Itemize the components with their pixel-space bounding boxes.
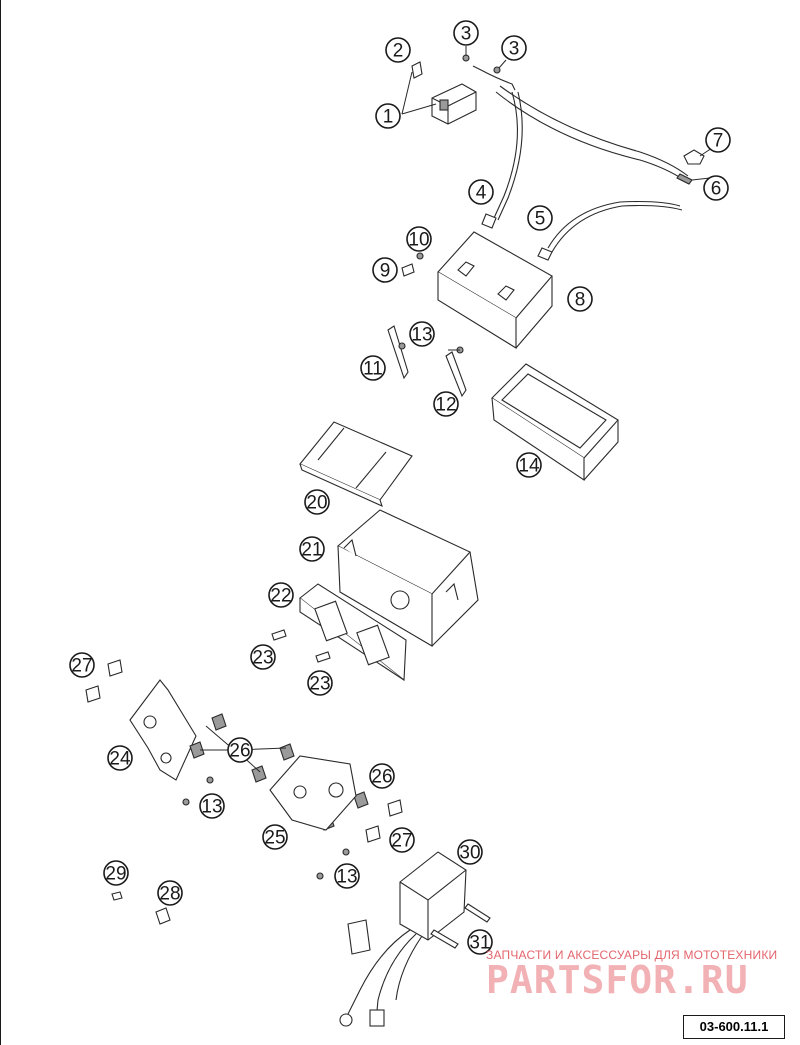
callout-3b: 3 [501,35,527,61]
svg-text:11: 11 [363,359,383,380]
callout-22: 22 [268,582,294,608]
svg-text:13: 13 [201,797,222,818]
watermark-tagline: ЗАПЧАСТИ И АКСЕССУАРЫ ДЛЯ МОТОТЕХНИКИ [486,948,778,962]
side-plates [299,583,407,682]
callout-4: 4 [468,179,494,205]
callout-28: 28 [157,880,183,906]
callout-11: 11 [360,355,386,381]
svg-text:25: 25 [264,828,285,849]
callout-27b: 27 [389,827,415,853]
svg-text:26: 26 [229,741,250,762]
bolts-31 [430,903,491,949]
small-fasteners-9-10 [401,252,424,277]
callout-5: 5 [527,205,553,231]
callout-23a: 23 [250,644,276,670]
svg-text:23: 23 [252,648,273,669]
svg-text:30: 30 [459,843,480,864]
svg-text:31: 31 [469,933,490,954]
watermark-logo: PARTSFOR.RU [486,958,749,1002]
callout-27a: 27 [69,652,95,678]
callout-9: 9 [372,257,398,283]
svg-text:24: 24 [109,749,131,770]
svg-text:20: 20 [306,493,327,514]
svg-text:1: 1 [383,107,394,128]
battery-part [437,231,553,349]
battery-box [337,509,479,647]
bracket-24 [129,679,197,781]
bolts-27 [85,659,403,843]
drawing-code-label: 03-600.11.1 [683,1015,785,1039]
svg-text:13: 13 [411,325,432,346]
svg-text:27: 27 [391,831,412,852]
svg-text:27: 27 [71,656,92,677]
voltage-regulator [339,851,467,1027]
svg-text:12: 12 [435,395,456,416]
callout-6: 6 [703,175,729,201]
svg-text:13: 13 [336,867,357,888]
battery-cables [472,65,705,261]
bracket-25 [269,755,357,831]
callout-8: 8 [567,286,593,312]
screw-parts-top [462,54,501,74]
frame-border [0,0,1,1045]
callout-29: 29 [103,860,129,886]
callout-13-mid: 13 [199,793,225,819]
svg-text:22: 22 [270,586,291,607]
callout-26a: 26 [227,737,253,763]
relay-part [411,61,477,125]
svg-text:9: 9 [380,261,391,282]
leader-lines [401,46,713,351]
screws-23 [271,629,331,663]
callout-21: 21 [299,536,325,562]
svg-text:2: 2 [393,41,404,62]
svg-text:28: 28 [159,884,180,905]
battery-cover [299,421,413,508]
callout-7: 7 [705,127,731,153]
clip-parts-28-29 [111,891,171,925]
callout-3a: 3 [453,20,479,46]
callout-10: 10 [406,226,432,252]
svg-text:8: 8 [575,290,586,311]
callout-31: 31 [467,929,493,955]
callout-24: 24 [107,745,133,771]
callout-13-top: 13 [409,321,435,347]
svg-text:6: 6 [711,179,722,200]
battery-tray [491,363,619,482]
svg-text:21: 21 [301,540,322,561]
svg-text:3: 3 [509,39,520,60]
svg-text:10: 10 [408,230,429,251]
callout-14: 14 [516,452,542,478]
svg-text:4: 4 [476,183,487,204]
callout-30: 30 [457,839,483,865]
callout-20: 20 [304,489,330,515]
callout-1: 1 [375,103,401,129]
callout-26b: 26 [369,763,395,789]
svg-text:14: 14 [518,456,540,477]
svg-text:29: 29 [105,864,126,885]
svg-text:3: 3 [461,24,472,45]
svg-text:23: 23 [309,674,330,695]
callout-23b: 23 [307,670,333,696]
svg-text:7: 7 [713,131,724,152]
callout-13-low: 13 [334,863,360,889]
callout-2: 2 [385,37,411,63]
svg-text:5: 5 [535,209,546,230]
screws-13 [182,776,350,880]
callout-25: 25 [262,824,288,850]
svg-text:26: 26 [371,767,392,788]
callout-12: 12 [433,391,459,417]
